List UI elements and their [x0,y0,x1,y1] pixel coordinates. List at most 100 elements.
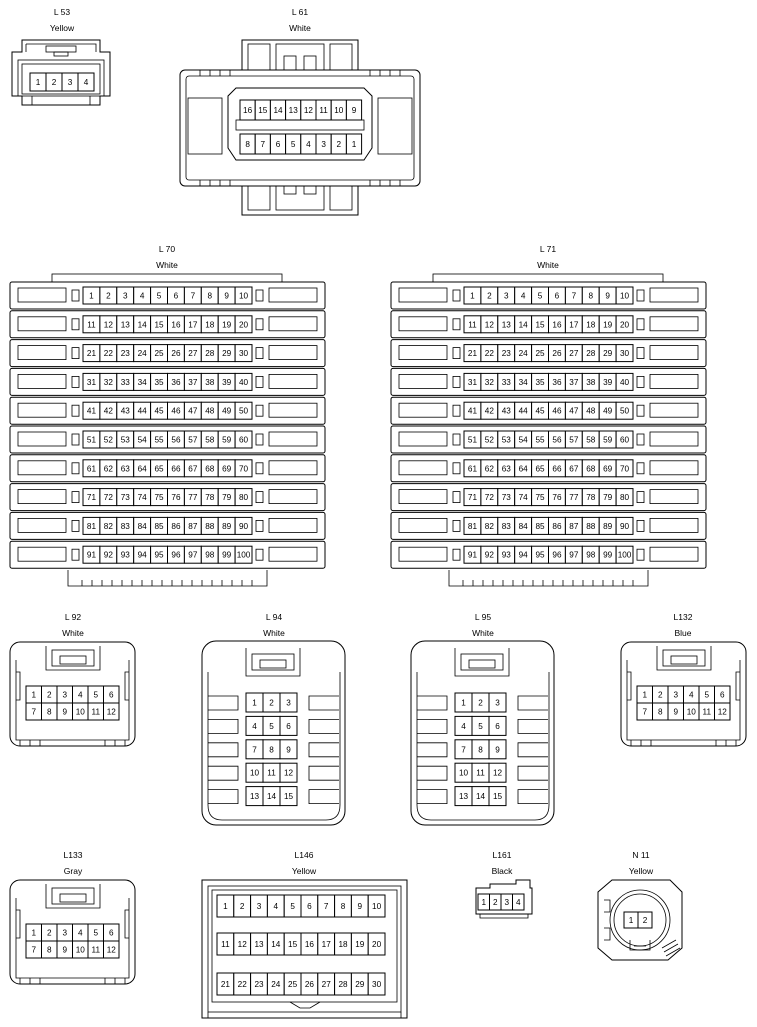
pin-64: 64 [514,459,533,478]
pin-number: 12 [304,106,314,115]
pin-25: 25 [150,344,169,363]
pin-79: 79 [598,488,617,507]
pin-15: 15 [488,786,507,807]
pin-5: 5 [283,894,302,918]
pin-10: 10 [683,702,700,721]
pin-10: 10 [454,762,473,783]
pin-number: 12 [284,769,294,778]
pin-number: 15 [493,792,503,801]
pin-number: 23 [121,349,131,358]
pin-number: 12 [485,320,495,329]
pin-23: 23 [116,344,135,363]
pin-44: 44 [133,401,152,420]
pin-10: 10 [234,286,253,305]
pin-45: 45 [531,401,549,420]
connector-l53-name: L 53 [54,7,71,17]
pin-70: 70 [615,459,634,478]
pin-24: 24 [266,972,285,996]
pin-number: 90 [620,522,630,531]
pin-number: 10 [459,769,469,778]
pin-77: 77 [564,488,583,507]
pin-number: 3 [495,699,500,708]
pin-number: 9 [352,106,357,115]
pin-46: 46 [167,401,185,420]
connector-l61-color: White [289,23,311,33]
pin-number: 53 [502,436,512,445]
pin-28: 28 [200,344,219,363]
pin-number: 6 [109,929,114,938]
pin-95: 95 [150,545,169,564]
pin-93: 93 [116,545,135,564]
pin-number: 29 [355,980,365,989]
pin-5: 5 [150,286,169,305]
pin-number: 5 [157,292,162,301]
pin-number: 55 [154,436,164,445]
pin-number: 32 [485,378,495,387]
pin-89: 89 [598,516,617,535]
connector-l71-name: L 71 [540,244,557,254]
pin-30: 30 [615,344,634,363]
pin-16: 16 [239,99,256,121]
pin-57: 57 [564,430,583,449]
pin-number: 87 [569,522,579,531]
pin-number: 2 [52,78,57,87]
pin-6: 6 [548,286,566,305]
pin-number: 9 [605,292,610,301]
connector-l132-color: Blue [674,628,691,638]
pin-9: 9 [56,940,73,959]
pin-3: 3 [61,72,79,92]
pin-number: 95 [154,551,164,560]
pin-59: 59 [217,430,236,449]
pin-1: 1 [345,133,363,155]
pin-number: 1 [36,78,41,87]
pin-19: 19 [350,932,369,956]
pin-number: 81 [468,522,478,531]
pin-7: 7 [25,940,42,959]
pin-number: 66 [552,464,562,473]
pin-number: 53 [121,436,131,445]
pin-number: 2 [47,929,52,938]
connector-l92-color: White [62,628,84,638]
pin-2: 2 [233,894,252,918]
pin-number: 4 [461,722,466,731]
pin-75: 75 [531,488,549,507]
pin-number: 31 [87,378,97,387]
pin-11: 11 [87,940,104,959]
pin-37: 37 [183,372,202,391]
pin-75: 75 [150,488,169,507]
pin-6: 6 [300,894,319,918]
connector-l61-name: L 61 [292,7,309,17]
connector-l92-name: L 92 [65,612,82,622]
pin-number: 4 [140,292,145,301]
pin-number: 1 [352,140,357,149]
pin-number: 21 [468,349,478,358]
pin-number: 7 [191,292,196,301]
pin-number: 27 [188,349,198,358]
pin-number: 72 [485,493,495,502]
pin-11: 11 [698,702,715,721]
pin-number: 76 [552,493,562,502]
pin-number: 96 [552,551,562,560]
pin-number: 59 [603,436,613,445]
pin-91: 91 [82,545,101,564]
pin-8: 8 [334,894,352,918]
pin-60: 60 [234,430,253,449]
pin-number: 88 [205,522,215,531]
pin-6: 6 [714,685,731,704]
pin-number: 7 [324,902,329,911]
pin-22: 22 [99,344,118,363]
pin-number: 65 [154,464,164,473]
pin-number: 67 [188,464,198,473]
pin-27: 27 [564,344,583,363]
pin-4: 4 [514,286,533,305]
pin-90: 90 [615,516,634,535]
pin-number: 13 [459,792,469,801]
pin-87: 87 [564,516,583,535]
pin-94: 94 [133,545,152,564]
pin-4: 4 [72,923,89,942]
pin-number: 76 [171,493,181,502]
pin-80: 80 [234,488,253,507]
